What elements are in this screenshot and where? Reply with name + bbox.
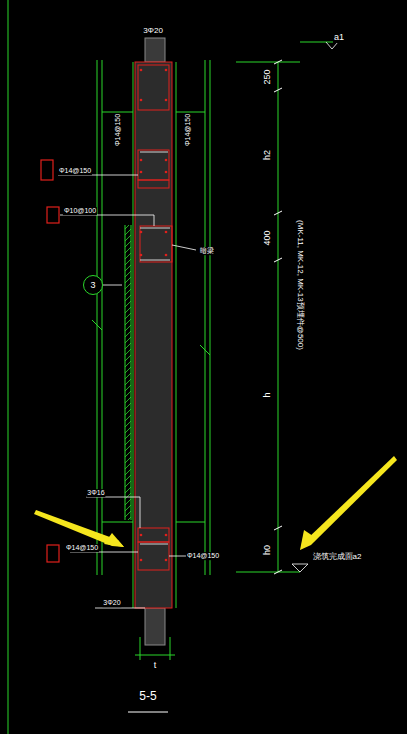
rebar-dot — [165, 534, 168, 537]
drawing-label: Φ14@150 — [114, 113, 122, 147]
drawing-label: (MK-11, MK-12, MK-13预埋件@500) — [296, 219, 305, 351]
drawing-label: Φ14@150 — [186, 552, 220, 560]
callout-circle: 3 — [83, 275, 103, 295]
drawing-label: 3Φ20 — [102, 599, 121, 607]
rebar-dot — [140, 254, 143, 257]
drawing-label: t — [153, 661, 158, 671]
rebar-dot — [140, 99, 143, 102]
rebar-dot — [165, 231, 168, 234]
drawing-label: 3Φ16 — [86, 489, 105, 497]
rebar-dot — [165, 559, 168, 562]
drawing-label: a1 — [333, 33, 345, 43]
rebar-dot — [165, 159, 168, 162]
drawing-label: 暗梁 — [199, 247, 215, 255]
rebar-dot — [140, 534, 143, 537]
drawing-label: h — [263, 391, 273, 398]
drawing-label: 浇筑完成面a2 — [312, 553, 363, 562]
rebar-dot — [140, 159, 143, 162]
rebar-dot — [140, 69, 143, 72]
callout-number: 3 — [90, 280, 95, 290]
drawing-label: 3Φ20 — [142, 27, 164, 36]
rebar-dot — [140, 559, 143, 562]
section-caption: 5-5 — [138, 690, 157, 703]
rebar-dot — [165, 254, 168, 257]
drawing-label: h2 — [263, 149, 273, 161]
drawing-label: Φ14@150 — [65, 544, 99, 552]
rebar-dot — [140, 171, 143, 174]
drawing-label: Φ14@150 — [58, 167, 92, 175]
rebar-dot — [165, 69, 168, 72]
rebar-dot — [165, 171, 168, 174]
drawing-label: Φ14@150 — [184, 113, 192, 147]
drawing-label: h0 — [263, 544, 273, 556]
drawing-label: Φ10@100 — [63, 207, 97, 215]
drawing-label: 400 — [263, 229, 273, 246]
rebar-dot — [165, 99, 168, 102]
drawing-label: 250 — [263, 68, 273, 85]
rebar-dot — [140, 231, 143, 234]
